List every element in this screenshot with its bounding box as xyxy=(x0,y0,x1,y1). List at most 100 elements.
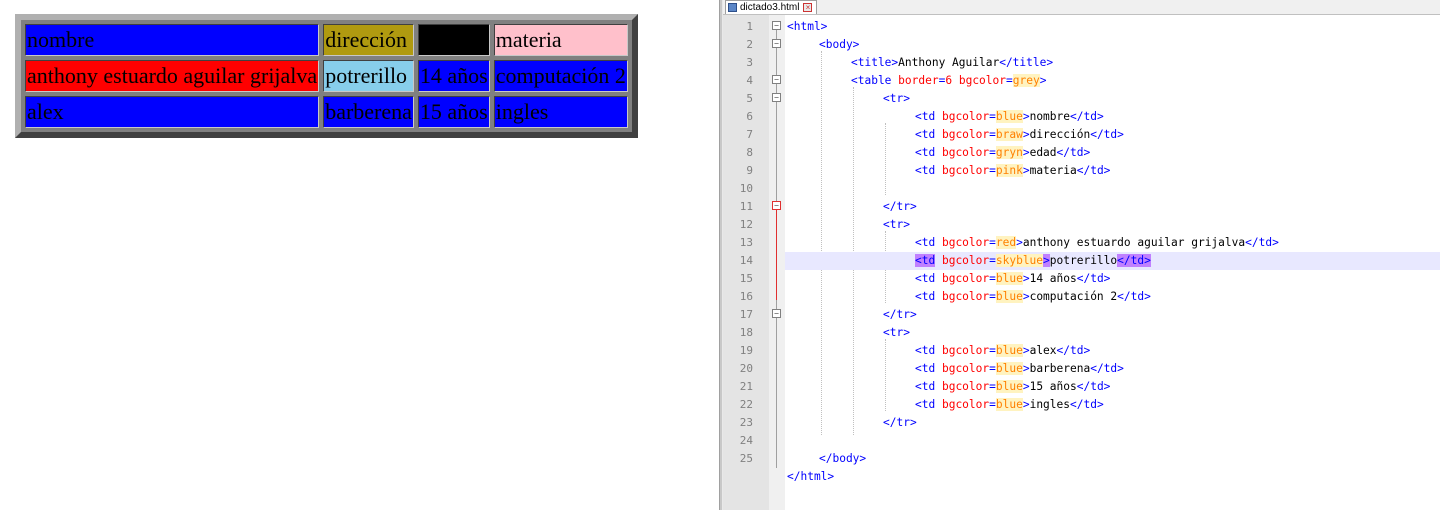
td-line: <td bgcolor=blue>15 años</td> xyxy=(915,380,1111,393)
table-cell: ingles xyxy=(493,96,628,128)
code-line: </tr> xyxy=(785,414,1440,432)
td-line: <td bgcolor=pink>materia</td> xyxy=(915,164,1111,177)
td-line: <td bgcolor=red>anthony estuardo aguilar… xyxy=(915,236,1279,249)
code-line: </body> xyxy=(785,450,1440,468)
line-number: 25 xyxy=(739,452,753,465)
tag-body-open: <body> xyxy=(819,38,860,51)
code-line: <td bgcolor=blue>14 años</td> xyxy=(785,270,1440,288)
tag-tr-close: </tr> xyxy=(883,200,917,213)
code-line: <td bgcolor=pink>materia</td> xyxy=(785,162,1440,180)
code-line: <td bgcolor=gryn>edad</td> xyxy=(785,144,1440,162)
line-number: 6 xyxy=(746,110,753,123)
line-number: 14 xyxy=(739,254,753,267)
fold-line-tr-2 xyxy=(776,210,777,300)
line-number: 12 xyxy=(739,218,753,231)
fold-toggle-tr-2[interactable]: − xyxy=(772,201,781,210)
table-cell: 14 años xyxy=(417,60,490,92)
line-number: 4 xyxy=(746,74,753,87)
table-cell: potrerillo xyxy=(323,60,414,92)
line-number: 24 xyxy=(739,434,753,447)
table-cell: barberena xyxy=(323,96,414,128)
code-line: <td bgcolor=braw>dirección</td> xyxy=(785,126,1440,144)
line-number: 7 xyxy=(746,128,753,141)
fold-toggle-tr-3[interactable]: − xyxy=(772,309,781,318)
tag-html-close: </html> xyxy=(787,470,835,483)
title-line: <title>Anthony Aguilar</title> xyxy=(851,56,1054,69)
line-number: 22 xyxy=(739,398,753,411)
table-cell: nombre xyxy=(25,24,320,56)
code-line: <title>Anthony Aguilar</title> xyxy=(785,54,1440,72)
indent-guide xyxy=(885,339,886,411)
tag-body-close: </body> xyxy=(819,452,867,465)
code-line: <td bgcolor=skyblue>potrerillo</td> xyxy=(785,252,1440,270)
line-number: 8 xyxy=(746,146,753,159)
td-line: <td bgcolor=blue>alex</td> xyxy=(915,344,1091,357)
code-line: <html> xyxy=(785,18,1440,36)
td-line: <td bgcolor=blue>nombre</td> xyxy=(915,110,1104,123)
table-cell: alex xyxy=(25,96,320,128)
line-number: 18 xyxy=(739,326,753,339)
code-line: <td bgcolor=blue>barberena</td> xyxy=(785,360,1440,378)
tag-tr-open: <tr> xyxy=(883,326,910,339)
line-number: 17 xyxy=(739,308,753,321)
code-line: <td bgcolor=blue>computación 2</td> xyxy=(785,288,1440,306)
tag-tr-close: </tr> xyxy=(883,308,917,321)
code-line: </html> xyxy=(785,468,1440,486)
code-line: <td bgcolor=blue>15 años</td> xyxy=(785,378,1440,396)
table-cell: anthony estuardo aguilar grijalva xyxy=(25,60,320,92)
line-number: 21 xyxy=(739,380,753,393)
tab-bar: dictado3.html × xyxy=(723,0,1440,15)
code-line: <tr> xyxy=(785,324,1440,342)
table-line: <table border=6 bgcolor=grey> xyxy=(851,74,1047,87)
td-line: <td bgcolor=blue>14 años</td> xyxy=(915,272,1111,285)
fold-toggle-table[interactable]: − xyxy=(772,75,781,84)
code-area[interactable]: <html> <body> <title>Anthony Aguilar</ti… xyxy=(785,15,1440,510)
table-cell: 15 años xyxy=(417,96,490,128)
line-number: 2 xyxy=(746,38,753,51)
code-line: <td bgcolor=blue>alex</td> xyxy=(785,342,1440,360)
td-line: <td bgcolor=gryn>edad</td> xyxy=(915,146,1091,159)
table-cell: dirección xyxy=(323,24,414,56)
code-line: <td bgcolor=red>anthony estuardo aguilar… xyxy=(785,234,1440,252)
td-line: <td bgcolor=blue>ingles</td> xyxy=(915,398,1104,411)
line-number: 19 xyxy=(739,344,753,357)
line-number: 20 xyxy=(739,362,753,375)
code-line: <body> xyxy=(785,36,1440,54)
line-number: 3 xyxy=(746,56,753,69)
line-number: 9 xyxy=(746,164,753,177)
splitter[interactable] xyxy=(719,0,723,510)
indent-guide xyxy=(885,123,886,195)
fold-toggle-body[interactable]: − xyxy=(772,39,781,48)
table-cell: materia xyxy=(493,24,628,56)
code-line: </tr> xyxy=(785,306,1440,324)
line-number: 13 xyxy=(739,236,753,249)
line-number: 1 xyxy=(746,20,753,33)
tag-tr-open: <tr> xyxy=(883,218,910,231)
tab-label: dictado3.html xyxy=(740,2,800,13)
tag-tr-open: <tr> xyxy=(883,92,910,105)
code-line: <td bgcolor=blue>nombre</td> xyxy=(785,108,1440,126)
tab-dictado3[interactable]: dictado3.html × xyxy=(725,0,818,14)
saved-file-icon xyxy=(728,3,737,12)
code-line: <table border=6 bgcolor=grey> xyxy=(785,72,1440,90)
tag-tr-close: </tr> xyxy=(883,416,917,429)
line-number: 23 xyxy=(739,416,753,429)
fold-toggle-tr-1[interactable]: − xyxy=(772,93,781,102)
fold-toggle-html[interactable]: − xyxy=(772,21,781,30)
table-cell xyxy=(417,24,490,56)
code-line: <tr> xyxy=(785,90,1440,108)
tag-html-open: <html> xyxy=(787,20,828,33)
td-line: <td bgcolor=skyblue>potrerillo</td> xyxy=(915,254,1151,267)
td-line: <td bgcolor=braw>dirección</td> xyxy=(915,128,1124,141)
line-number: 16 xyxy=(739,290,753,303)
close-icon[interactable]: × xyxy=(803,3,813,12)
line-number: 5 xyxy=(746,92,753,105)
line-number: 10 xyxy=(739,182,753,195)
